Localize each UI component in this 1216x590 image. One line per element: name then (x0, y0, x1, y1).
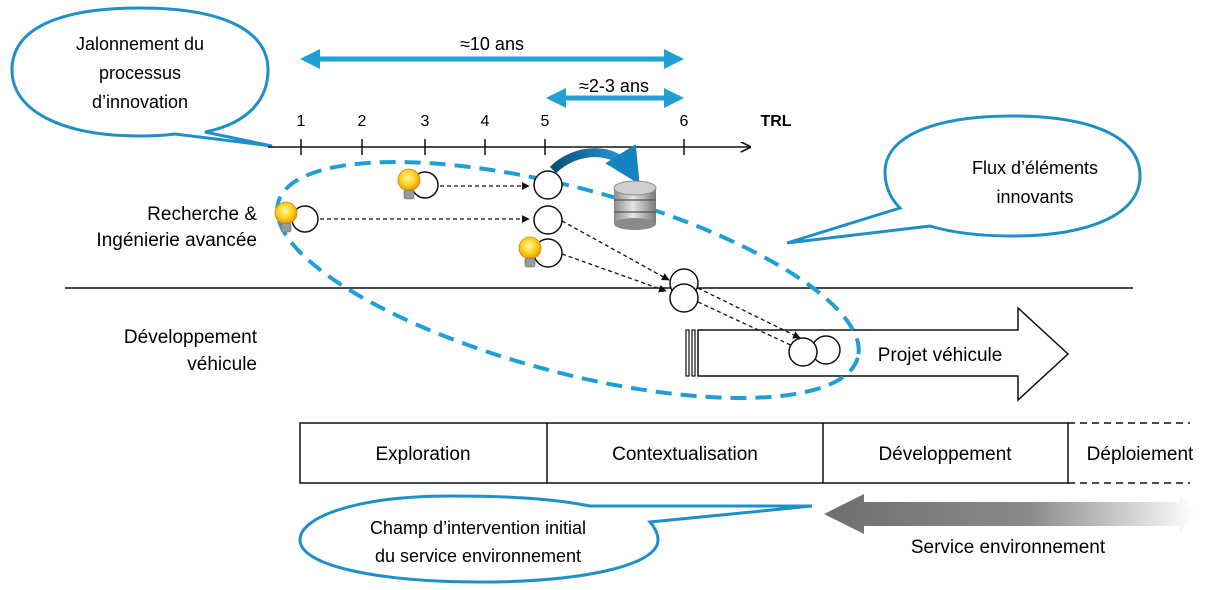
trl-tick-label-5: 5 (541, 113, 550, 130)
element-circle (533, 170, 563, 200)
domain-development-line-1: Développement (124, 327, 258, 348)
domain-development-line-2: véhicule (187, 354, 257, 375)
service-arrow-label: Service environnement (911, 537, 1106, 558)
callout-champ-line-2: du service environnement (375, 546, 581, 566)
callout-champ-line-1: Champ d’intervention initial (370, 518, 586, 538)
flow-arrow-3 (561, 220, 670, 281)
curved-arrow-to-database (549, 144, 640, 185)
phase-developpement: Développement (878, 444, 1012, 465)
lightbulb-icon (274, 201, 298, 233)
flow-arrows (320, 182, 801, 349)
flow-arrow-4 (561, 253, 667, 293)
service-arrow: Service environnement (824, 494, 1196, 558)
trl-tick-label-4: 4 (481, 113, 490, 130)
lightbulb-icon (397, 168, 421, 200)
trl-tick-label-2: 2 (358, 113, 367, 130)
callout-champ: Champ d’intervention initial du service … (298, 494, 813, 584)
element-circle (788, 337, 818, 367)
domain-research-line-1: Recherche & (147, 204, 257, 225)
element-circle (669, 283, 699, 313)
phase-table: Exploration Contextualisation Développem… (299, 422, 1194, 484)
database-icon (613, 180, 657, 230)
callout-milestones: Jalonnement du processus d’innovation (10, 6, 273, 148)
duration-long-label: ≈10 ans (460, 34, 524, 54)
phase-exploration: Exploration (375, 444, 470, 465)
lightbulb-icon (518, 236, 542, 268)
domain-research-line-2: Ingénierie avancée (96, 230, 257, 251)
phase-contextualisation: Contextualisation (612, 444, 758, 465)
callout-milestones-line-2: processus (99, 63, 181, 83)
innovation-elements (291, 170, 841, 367)
callout-milestones-line-3: d’innovation (92, 92, 188, 112)
trl-tick-label-6: 6 (680, 113, 689, 130)
duration-short-label: ≈2-3 ans (579, 76, 649, 96)
innovation-flow-ellipse (275, 159, 861, 401)
trl-axis: 1 2 3 4 5 6 TRL (268, 113, 792, 155)
trl-tick-label-3: 3 (421, 113, 430, 130)
trl-tick-label-1: 1 (297, 113, 306, 130)
trl-axis-label: TRL (760, 113, 791, 130)
flow-arrow-5 (697, 287, 801, 339)
phase-deploiement: Déploiement (1087, 444, 1194, 465)
element-circle (533, 205, 563, 235)
callout-milestones-line-1: Jalonnement du (76, 34, 204, 54)
project-arrow-label: Projet véhicule (878, 345, 1003, 366)
callout-flux-line-1: Flux d’éléments (972, 158, 1098, 178)
project-arrow: Projet véhicule (685, 306, 1070, 402)
callout-flux-line-2: innovants (996, 187, 1073, 207)
callout-flux: Flux d’éléments innovants (786, 114, 1142, 245)
